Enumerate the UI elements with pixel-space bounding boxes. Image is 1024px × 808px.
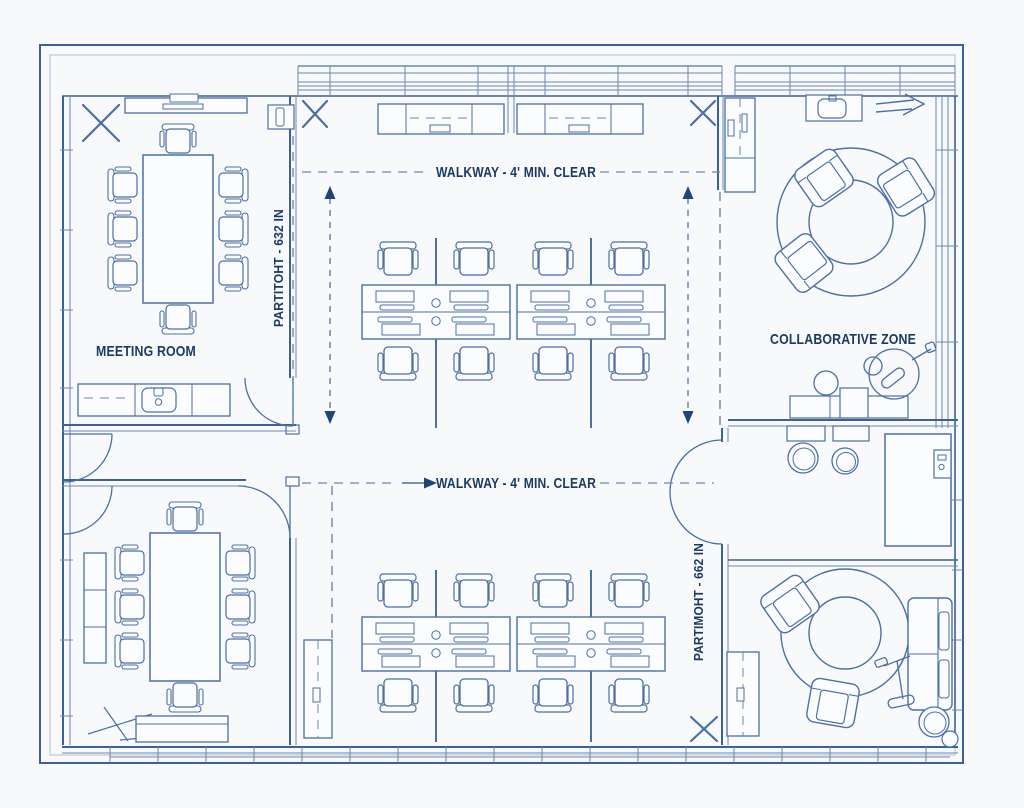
pouf (813, 370, 839, 396)
collaborative-zone-label: COLLABORATIVE ZONE (770, 331, 916, 348)
annotations (81, 93, 926, 743)
direction-arrow-icon (875, 93, 926, 116)
wall-table (786, 425, 826, 442)
stool (787, 442, 819, 474)
walkway-label-top: WALKWAY - 4' MIN. CLEAR (436, 164, 596, 181)
sofa (907, 597, 953, 711)
wall-mounted-device (933, 449, 952, 479)
storage-counter (516, 103, 644, 135)
low-cabinet (135, 715, 229, 743)
sink-icon (817, 98, 847, 119)
x-marker-icon (689, 715, 719, 743)
lounge (726, 568, 959, 748)
side-cabinet (267, 104, 295, 130)
tall-cabinet (724, 97, 756, 193)
side-table (941, 730, 959, 748)
credenza-item (169, 93, 199, 103)
credenza-item (162, 103, 204, 110)
door-swings (63, 377, 723, 545)
x-marker-icon (81, 103, 121, 143)
x-marker-icon (301, 99, 329, 129)
floor-lamp-icon (863, 341, 937, 400)
door-swing-icon (669, 439, 723, 493)
focus-room (786, 425, 952, 547)
bench-row (789, 387, 909, 419)
door-swing-icon (237, 485, 291, 539)
dimension-arrow-icon (682, 186, 694, 424)
sink-icon (141, 387, 177, 413)
window-band-right (935, 96, 963, 711)
door-swing-icon (63, 433, 113, 483)
door-swing-icon (669, 491, 723, 545)
tall-cabinet (726, 651, 760, 737)
partition-label-left: PARTITOHT - 632 IN (271, 209, 286, 327)
collaborative-zone (771, 94, 939, 419)
window-band-top (297, 65, 956, 133)
stool (831, 447, 859, 475)
floor-lamp-icon (874, 655, 915, 709)
walkway-label-bottom: WALKWAY - 4' MIN. CLEAR (436, 475, 596, 492)
exterior-walls (60, 65, 963, 763)
storage-counter (377, 103, 505, 135)
meeting-room-bottom (83, 502, 255, 743)
partition-label-right: PARTIMOHT - 662 IN (691, 543, 706, 661)
interior-walls (62, 96, 958, 745)
open-office (303, 97, 756, 742)
kitchenette-counter (77, 383, 231, 417)
door-swing-icon (63, 485, 113, 535)
meeting-room-label: MEETING ROOM (96, 343, 196, 360)
wall-table (832, 425, 870, 442)
direction-arrow-icon (402, 477, 437, 489)
tall-cabinet (303, 639, 333, 739)
credenza (83, 552, 107, 664)
left-wall-mullions (60, 149, 73, 717)
sink-table (805, 94, 863, 122)
x-marker-icon (689, 99, 717, 127)
window-band-bottom (62, 746, 958, 763)
door-swing-icon (244, 377, 294, 427)
dimension-arrow-icon (324, 186, 336, 424)
side-table (918, 706, 950, 738)
meeting-room-top (77, 93, 295, 417)
